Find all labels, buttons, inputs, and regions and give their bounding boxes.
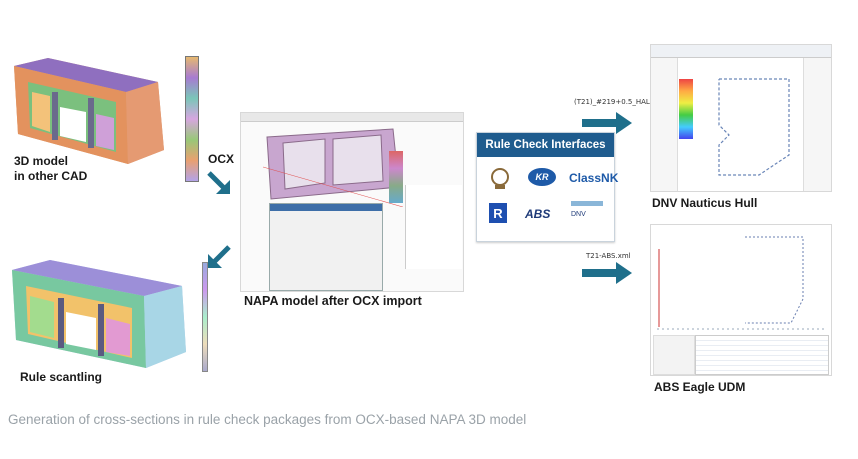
cad-3d-model-image [14,58,164,164]
label-abs: ABS Eagle UDM [654,380,746,394]
bureau-veritas-logo-icon [491,168,509,189]
svg-text:R: R [493,206,503,221]
lloyds-register-logo-icon: R [489,203,507,223]
dnv-file-name: (T21)_#219+0.5_HALF.2DLX [574,98,674,106]
arrow-down-left-icon [208,245,231,268]
label-3d-model: 3D model in other CAD [14,154,88,183]
rule-check-interfaces-panel: Rule Check Interfaces KR ClassNK R ABS D… [476,132,619,242]
arrow-down-right-icon [207,171,230,194]
color-legend-strip-small [202,262,208,372]
napa-screenshot [240,112,464,292]
rule-check-title: Rule Check Interfaces [477,133,614,157]
classnk-logo-text: ClassNK [569,171,619,185]
rule-scantling-model-image [12,260,186,368]
abs-section-drawing [657,236,825,330]
napa-dialog [269,203,383,291]
dnv-logo-text: DNV [571,211,586,218]
dnv-nauticus-screenshot [650,44,832,192]
label-rule-scantling: Rule scantling [20,370,103,384]
label-dnv: DNV Nauticus Hull [652,196,758,210]
dnv-section-drawing [718,78,790,176]
abs-results-table [695,335,829,375]
abs-logo-text: ABS [525,207,551,221]
abs-eagle-screenshot [650,224,832,376]
figure-caption: Generation of cross-sections in rule che… [8,412,527,427]
label-napa-model: NAPA model after OCX import [244,294,422,308]
label-ocx: OCX [208,152,235,166]
kr-logo-icon: KR [528,168,556,186]
kr-logo-text: KR [536,172,549,182]
abs-file-name: T21-ABS.xml [586,252,631,260]
arrow-right-icon [582,112,632,134]
napa-tree-panel [405,185,462,269]
napa-hull-section [263,128,403,207]
arrow-right-icon-2 [582,262,632,284]
color-legend-strip [185,56,199,182]
